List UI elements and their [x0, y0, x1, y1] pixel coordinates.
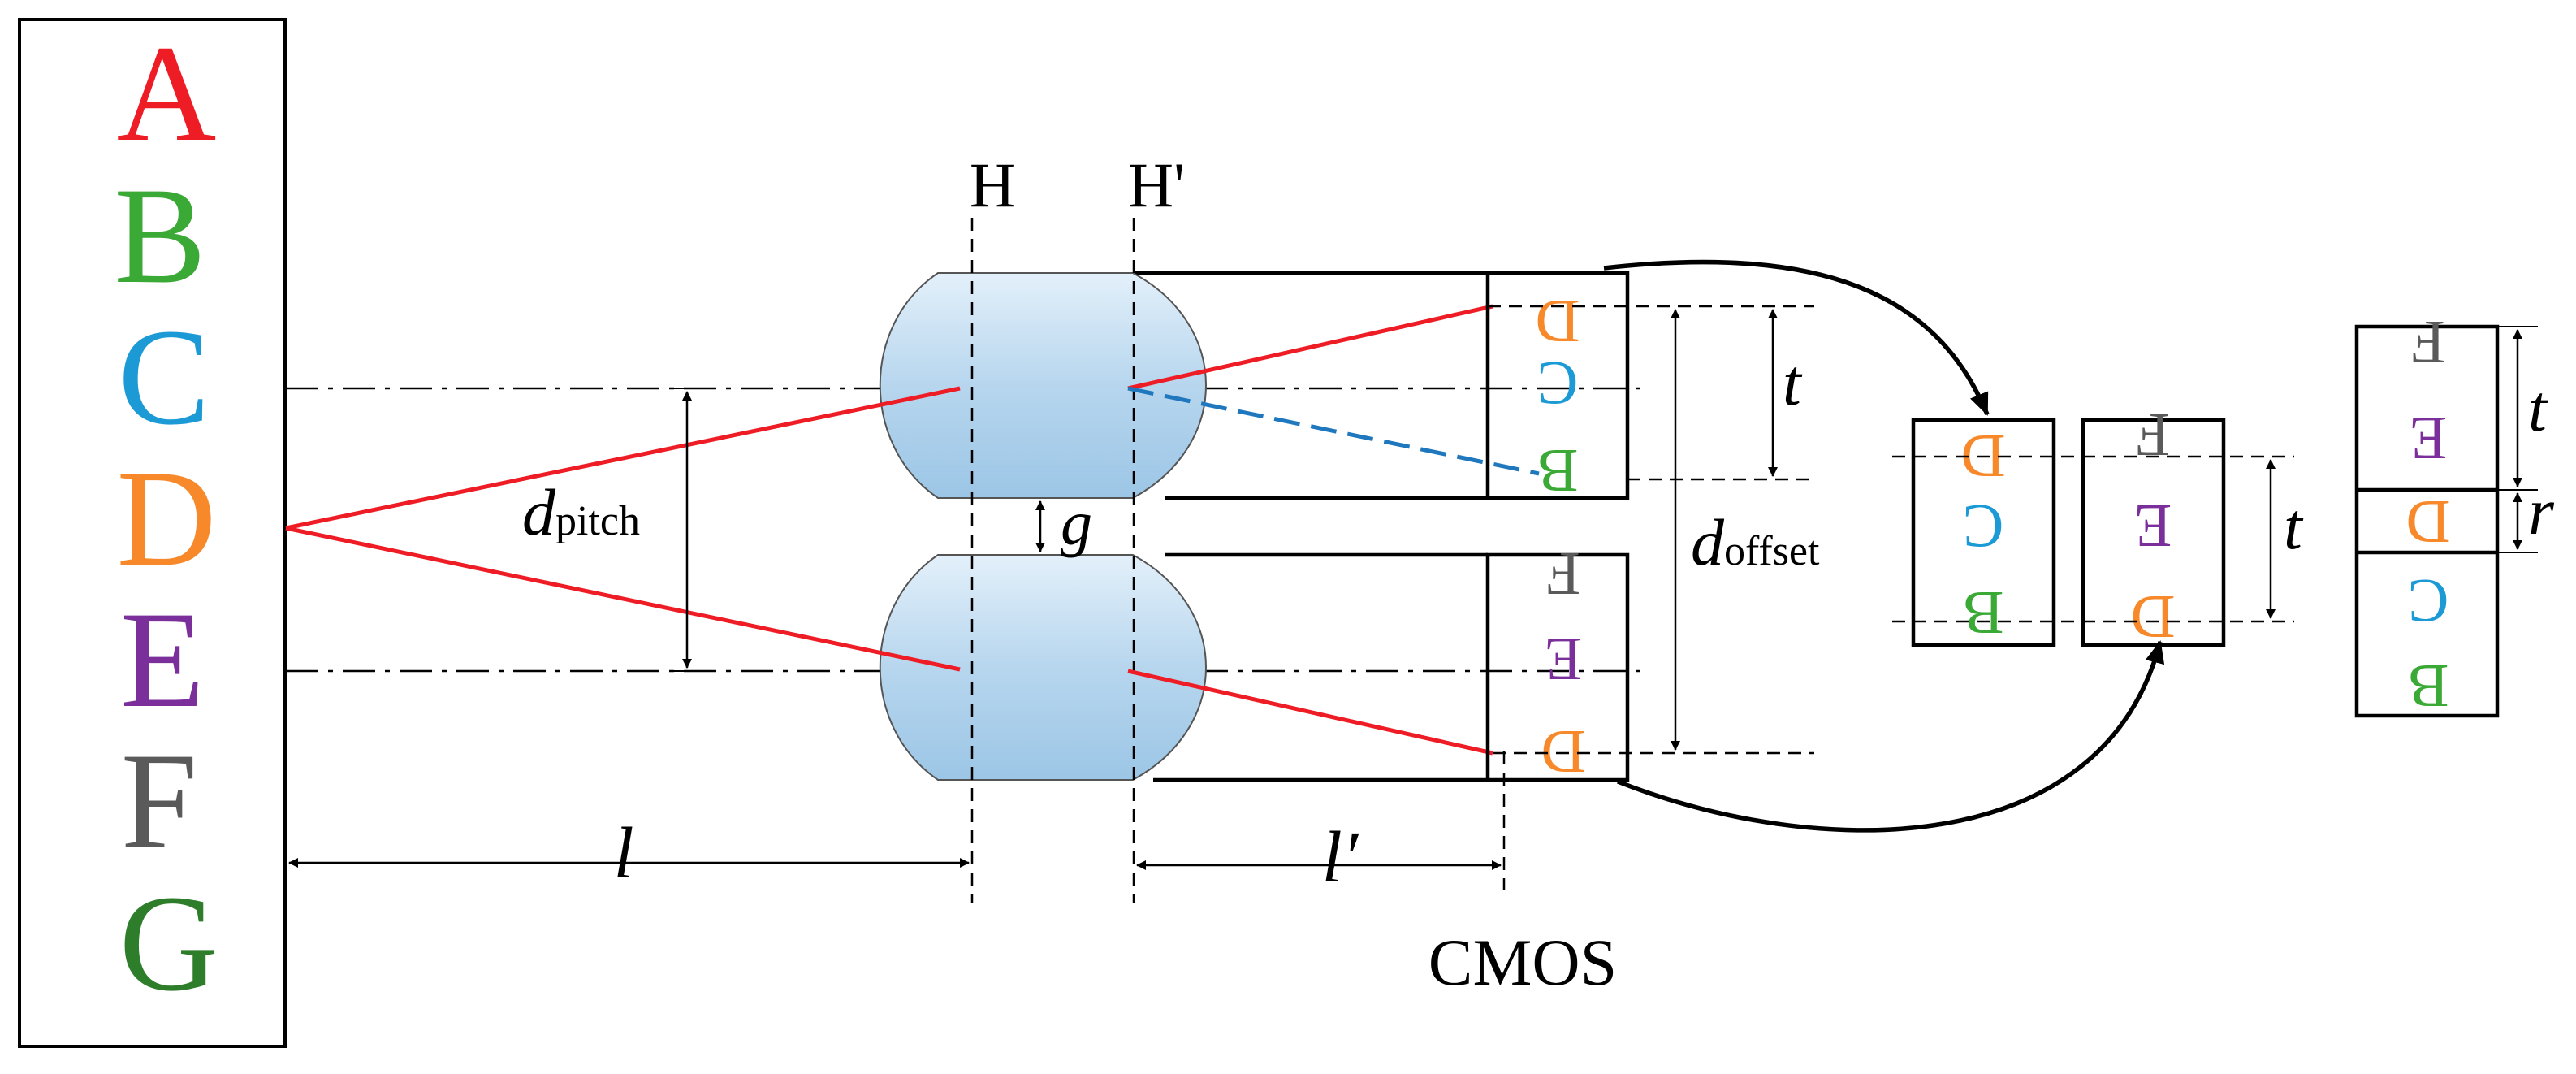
- ray-out-bottom: [1127, 669, 1493, 756]
- label-d-pitch: dpitch: [522, 475, 640, 549]
- label-l: l: [613, 813, 633, 894]
- frame-one: D C B: [1911, 418, 2056, 647]
- ray-out-top: [1127, 304, 1493, 391]
- label-l-prime: l′: [1322, 817, 1359, 898]
- lens-barrels: [1133, 271, 1488, 782]
- stitched-letter-e: E: [2410, 404, 2447, 472]
- l-prime-dimension: [1136, 751, 1506, 890]
- label-h: H: [970, 149, 1015, 220]
- rays: [285, 304, 1493, 756]
- ray-in-top: [285, 386, 961, 531]
- frame-reference-lines: [1892, 455, 2294, 623]
- object-letter-f: F: [121, 725, 198, 877]
- lens-bottom: [879, 554, 1207, 781]
- label-g: g: [1061, 487, 1092, 558]
- label-d-offset: doffset: [1691, 505, 1820, 579]
- object-letter-a: A: [117, 17, 217, 170]
- label-r: r: [2528, 474, 2555, 548]
- label-d-pitch-main: d: [522, 475, 556, 549]
- frame-one-letter-b: B: [1963, 578, 2004, 647]
- sensor-top-letter-c: C: [1537, 349, 1579, 417]
- object-letter-d: D: [117, 442, 217, 595]
- object-letter-e: E: [120, 583, 205, 736]
- principal-planes: [970, 218, 1135, 903]
- stitched-letter-b: B: [2408, 652, 2449, 720]
- label-t-sensor: t: [1783, 345, 1803, 419]
- transfer-arrow-bottom: [1616, 640, 2165, 833]
- stitched-letter-f: F: [2411, 308, 2445, 376]
- ray-in-bottom: [285, 526, 961, 672]
- object-letter-b: B: [114, 159, 205, 312]
- ray-dashed-blue: [1127, 386, 1540, 476]
- sensor-top-letter-b: B: [1537, 436, 1579, 505]
- sensor-bottom-letter-d: D: [1541, 717, 1586, 786]
- sensor-top-letter-d: D: [1536, 287, 1580, 355]
- stitched-letter-d: D: [2406, 487, 2451, 556]
- sensor-bottom: F E D: [1485, 539, 1630, 786]
- d-pitch-dimension: [670, 388, 707, 672]
- frame-two-letter-f: F: [2136, 401, 2170, 469]
- label-t-frames: t: [2284, 489, 2304, 563]
- sensor-bottom-letter-e: E: [1545, 625, 1582, 693]
- label-cmos: CMOS: [1428, 925, 1617, 999]
- frame-two: F E D: [2081, 401, 2226, 651]
- object-letter-g: G: [119, 867, 219, 1020]
- object-panel-frame: [18, 18, 287, 1048]
- stitched-image: F E D C B: [2354, 308, 2500, 720]
- stitched-letter-c: C: [2408, 566, 2449, 634]
- frame-two-letter-d: D: [2131, 582, 2176, 651]
- reference-dashed-lines: [1488, 305, 1814, 755]
- frame-one-letter-c: C: [1963, 492, 2004, 560]
- frame-two-letter-e: E: [2134, 492, 2172, 560]
- label-d-pitch-sub: pitch: [555, 498, 640, 544]
- object-panel: A B C D E F G: [18, 17, 287, 1048]
- transfer-arrow-top: [1603, 259, 1990, 416]
- label-d-offset-sub: offset: [1724, 528, 1820, 574]
- label-d-offset-main: d: [1691, 505, 1725, 579]
- lens-top: [879, 272, 1207, 499]
- label-t-stitched: t: [2528, 371, 2548, 445]
- object-letter-c: C: [118, 301, 210, 453]
- sensor-bottom-letter-f: F: [1546, 539, 1580, 608]
- label-h-prime: H': [1128, 149, 1185, 220]
- stitched-dimensions: [2497, 326, 2538, 553]
- sensor-top: D C B: [1485, 271, 1630, 505]
